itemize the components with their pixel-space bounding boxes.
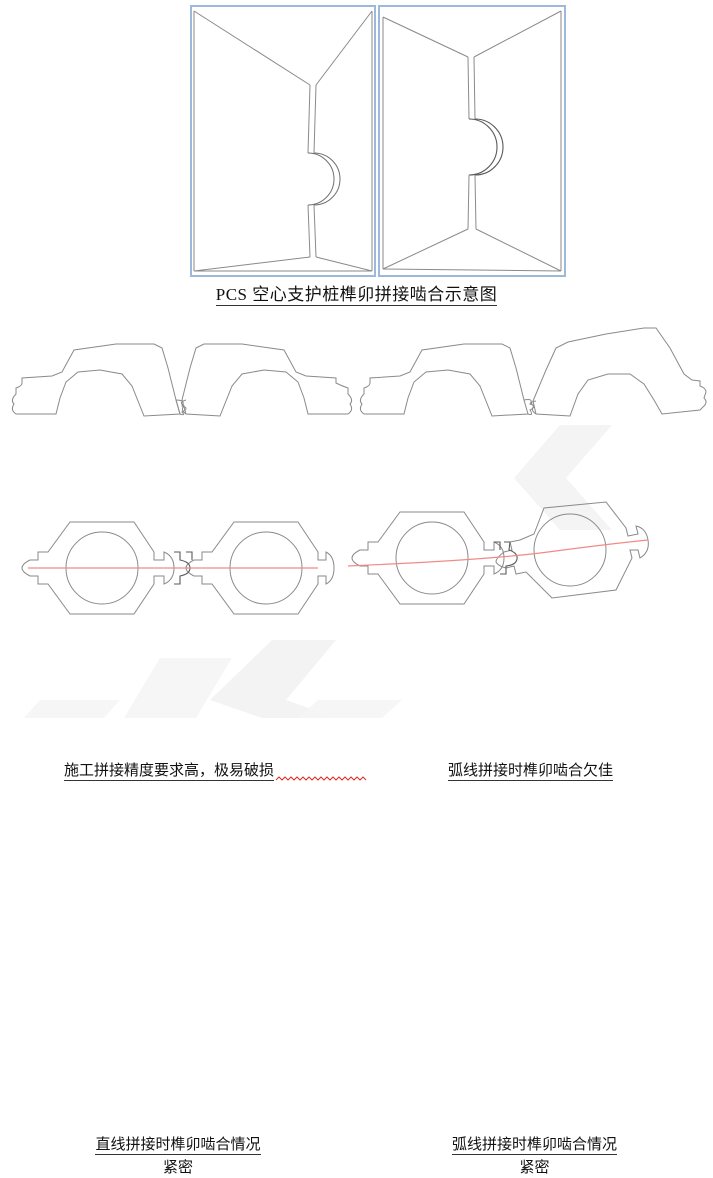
right-pile-section-drawing xyxy=(382,10,562,272)
middle-left-caption-text: 施工拼接精度要求高，极易破损 xyxy=(64,763,275,781)
top-figure-caption: PCS 空心支护桩榫卯拼接啮合示意图 xyxy=(0,284,713,306)
left-pile-section-drawing xyxy=(193,10,373,272)
spellcheck-squiggle-icon xyxy=(275,776,367,781)
top-figure: PCS 空心支护桩榫卯拼接啮合示意图 xyxy=(0,0,713,310)
middle-right-caption: 弧线拼接时榫卯啮合欠佳 xyxy=(380,762,713,781)
middle-left-caption: 施工拼接精度要求高，极易破损 xyxy=(40,762,394,782)
middle-row: 施工拼接精度要求高，极易破损 弧线拼接时榫卯啮合欠佳 xyxy=(0,318,713,781)
top-left-panel xyxy=(190,5,376,277)
middle-right-caption-text: 弧线拼接时榫卯啮合欠佳 xyxy=(448,763,614,781)
bottom-left-subcaption: 紧密 xyxy=(162,1159,193,1176)
bottom-right-plan-drawing xyxy=(347,501,649,605)
bottom-left-plan-drawing xyxy=(21,521,335,615)
top-right-panel xyxy=(378,5,566,277)
middle-left-profile-drawing xyxy=(11,343,353,417)
bottom-left-caption-text: 直线拼接时榫卯啮合情况 xyxy=(95,1137,261,1155)
bottom-right-caption-text: 弧线拼接时榫卯啮合情况 xyxy=(451,1137,617,1155)
bottom-left-caption: 直线拼接时榫卯啮合情况 紧密 xyxy=(0,1136,356,1178)
bottom-row: 直线拼接时榫卯啮合情况 紧密 弧线拼接时榫卯啮合情况 紧密 xyxy=(0,490,713,1176)
bottom-right-subcaption: 紧密 xyxy=(519,1159,550,1176)
bottom-right-caption: 弧线拼接时榫卯啮合情况 紧密 xyxy=(356,1136,713,1178)
top-caption-text: PCS 空心支护桩榫卯拼接啮合示意图 xyxy=(215,285,498,306)
middle-right-profile-drawing xyxy=(359,327,707,417)
